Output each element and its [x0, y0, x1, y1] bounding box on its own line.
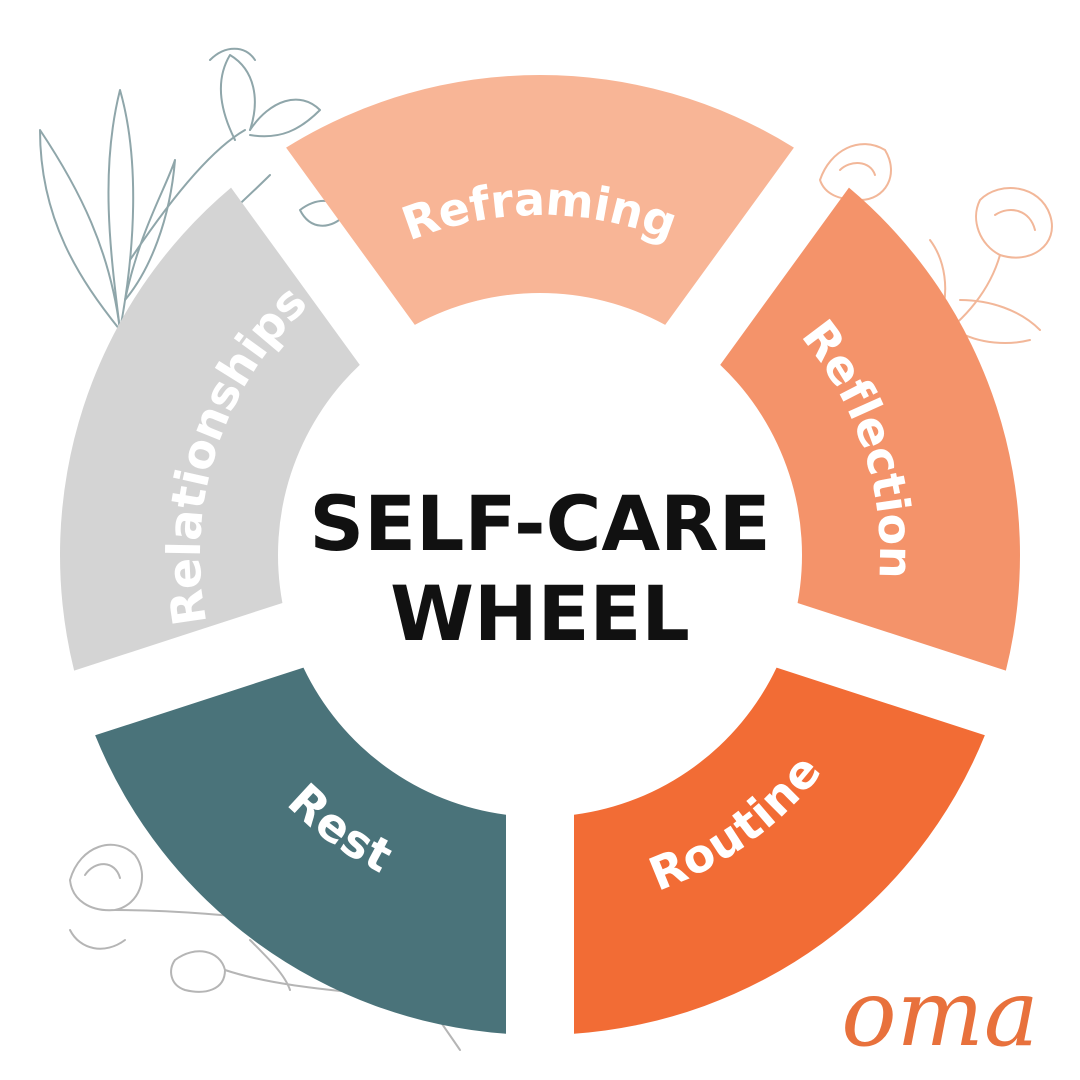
oma-logo: oma: [841, 960, 1038, 1067]
leaf-line-art-icon: [39, 47, 346, 331]
wheel-segment-relationships: [59, 187, 360, 671]
wheel-segments: [59, 74, 1021, 1034]
wheel-segment-reflection: [720, 187, 1021, 671]
wheel-segment-routine: [574, 667, 985, 1034]
wheel-segment-rest: [95, 667, 506, 1034]
wheel-title-line-2: WHEEL: [390, 569, 690, 658]
wheel-segment-reframing: [286, 74, 794, 325]
wheel-title-line-1: SELF-CARE: [309, 479, 770, 568]
